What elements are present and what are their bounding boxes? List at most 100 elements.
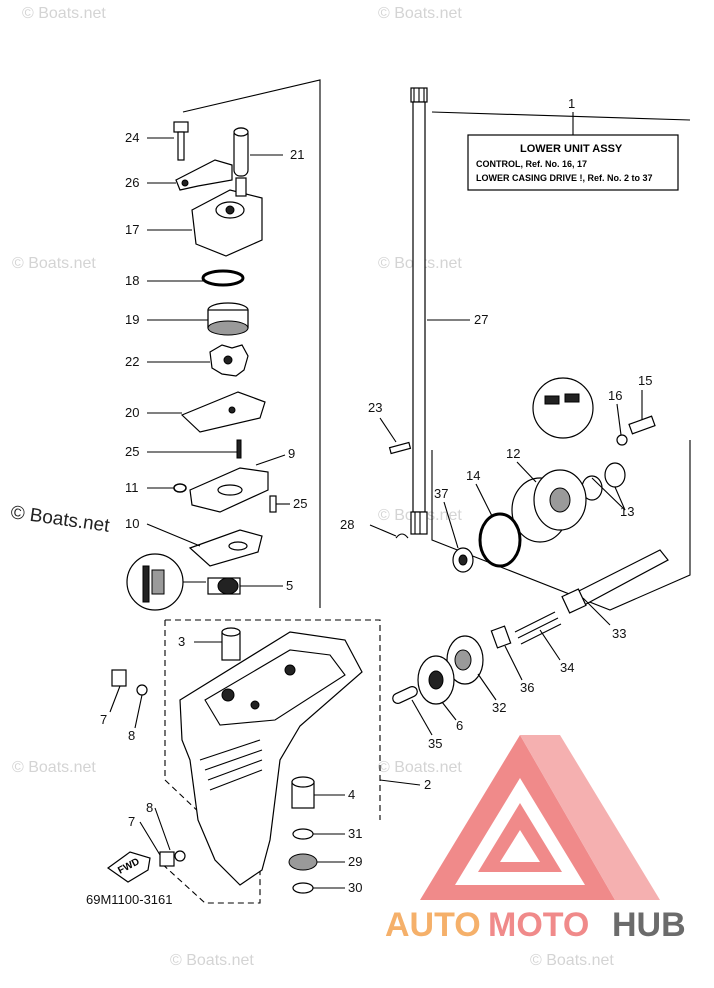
brand-part-moto: MOTO — [488, 906, 589, 944]
diagram-code: 69M1100-3161 — [86, 892, 173, 907]
callout-6: 6 — [456, 718, 463, 733]
callout-22: 22 — [125, 354, 139, 369]
bushing-3 — [221, 627, 241, 661]
plate-26 — [175, 159, 233, 191]
callout-23: 23 — [368, 400, 382, 415]
callout-21: 21 — [290, 147, 304, 162]
gasket-10 — [188, 529, 263, 567]
automotohub-logo-icon — [420, 735, 660, 900]
callout-25: 25 — [125, 444, 139, 459]
plate-20 — [180, 391, 266, 433]
callout-11: 11 — [125, 480, 139, 495]
bushing-4 — [291, 776, 315, 809]
pump-housing-17 — [191, 177, 263, 257]
callout-30: 30 — [348, 880, 362, 895]
oil-seal-5 — [207, 577, 241, 595]
callout-37: 37 — [434, 486, 448, 501]
callout-5: 5 — [286, 578, 293, 593]
callout-32: 32 — [492, 700, 506, 715]
oil-seal-detail — [126, 553, 206, 611]
forward-arrow-icon: FWD — [106, 851, 151, 883]
clip-28 — [395, 533, 409, 539]
leader-lines — [109, 137, 643, 889]
watermark: © Boats.net — [12, 255, 96, 272]
callout-34: 34 — [560, 660, 574, 675]
sleeve-21 — [233, 127, 249, 177]
callout-24: 24 — [125, 130, 139, 145]
callout-25b: 25 — [293, 496, 307, 511]
drive-shaft — [410, 87, 428, 535]
impeller-22 — [209, 344, 249, 377]
pin-23 — [388, 441, 412, 455]
callout-4: 4 — [348, 787, 355, 802]
brand-part-auto: AUTO — [385, 906, 481, 944]
side-watermark: © Boats.net — [9, 502, 111, 537]
callout-29: 29 — [348, 854, 362, 869]
spring-34 — [514, 611, 562, 645]
o-ring-18 — [201, 269, 245, 287]
callout-15: 15 — [638, 373, 652, 388]
callout-8b: 8 — [146, 800, 153, 815]
callout-13: 13 — [620, 504, 634, 519]
washer-16 — [616, 434, 628, 446]
insert-cartridge-9 — [189, 467, 269, 513]
callout-33: 33 — [612, 626, 626, 641]
callout-27: 27 — [474, 312, 488, 327]
callout-20: 20 — [125, 405, 139, 420]
pin-25 — [236, 439, 242, 459]
watermark: © Boats.net — [378, 759, 462, 776]
callout-18: 18 — [125, 273, 139, 288]
info-box: LOWER UNIT ASSY CONTROL, Ref. No. 16, 17… — [467, 112, 679, 191]
brand-wordmark: AUTO MOTO HUB — [385, 906, 686, 944]
callout-2: 2 — [424, 777, 431, 792]
callout-17: 17 — [125, 222, 139, 237]
watermark: © Boats.net — [170, 952, 254, 969]
callout-labels: 1 24 21 26 17 18 27 19 22 20 23 15 16 12… — [100, 96, 652, 895]
o-ring-11 — [173, 483, 187, 493]
propeller-shaft-33 — [561, 549, 669, 614]
callout-19: 19 — [125, 312, 139, 327]
washer-31 — [292, 828, 314, 840]
impeller-cup-19 — [207, 302, 249, 336]
callout-35: 35 — [428, 736, 442, 751]
callout-12: 12 — [506, 446, 520, 461]
callout-3: 3 — [178, 634, 185, 649]
watermark: © Boats.net — [12, 759, 96, 776]
gasket-8a — [136, 684, 148, 696]
info-box-title: LOWER UNIT ASSY — [520, 143, 623, 155]
callout-28: 28 — [340, 517, 354, 532]
gear-32 — [446, 635, 484, 685]
info-box-line2: LOWER CASING DRIVE !, Ref. No. 2 to 37 — [476, 173, 653, 183]
nut-30 — [292, 882, 314, 894]
callout-8a: 8 — [128, 728, 135, 743]
panel-outlines — [159, 79, 691, 904]
o-ring-14 — [478, 512, 522, 568]
gasket-8b — [174, 850, 186, 862]
seal-13 — [581, 462, 626, 501]
cap-12 — [511, 469, 587, 543]
callout-1: 1 — [568, 96, 575, 111]
clutch-36 — [490, 625, 512, 649]
callout-10: 10 — [125, 516, 139, 531]
plug-7a — [111, 669, 127, 687]
callout-26: 26 — [125, 175, 139, 190]
brand-part-hub: HUB — [612, 906, 686, 944]
callout-7b: 7 — [128, 814, 135, 829]
callout-31: 31 — [348, 826, 362, 841]
bolt-24 — [173, 121, 189, 161]
callout-7a: 7 — [100, 712, 107, 727]
watermark: © Boats.net — [378, 5, 462, 22]
info-box-line1: CONTROL, Ref. No. 16, 17 — [476, 159, 587, 169]
lower-casing-2 — [179, 631, 363, 886]
pinion-29 — [288, 853, 318, 871]
watermark: © Boats.net — [530, 952, 614, 969]
plug-7b — [159, 851, 175, 867]
washer-37 — [452, 547, 474, 573]
callout-16: 16 — [608, 388, 622, 403]
pin-35 — [392, 686, 418, 704]
pin-25b — [269, 495, 277, 513]
oil-seal-detail-2 — [532, 377, 594, 439]
callout-14: 14 — [466, 468, 480, 483]
callout-36: 36 — [520, 680, 534, 695]
